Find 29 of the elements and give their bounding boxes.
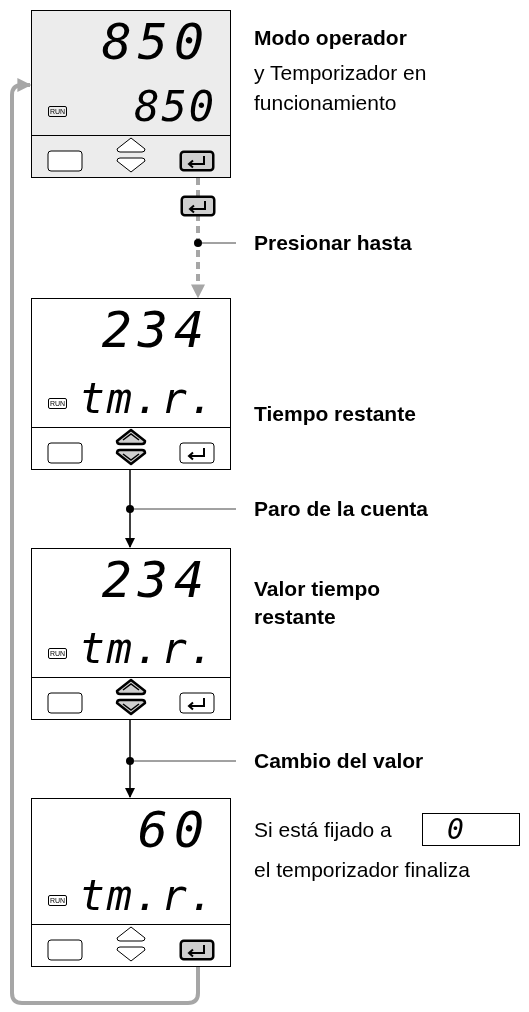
leader-line	[201, 242, 237, 244]
seven-segment-value: 234	[101, 305, 210, 355]
controller-display	[31, 548, 231, 720]
mode-title: Modo operador	[254, 25, 408, 51]
seven-segment-value: 850	[101, 17, 210, 67]
seven-segment-value: 234	[101, 555, 210, 605]
controller-display	[31, 798, 231, 967]
seven-segment-value: 850	[134, 85, 216, 129]
controller-display	[31, 298, 231, 470]
arrow	[125, 469, 135, 548]
seven-segment-value: 0	[447, 814, 464, 845]
seven-segment-value: tm.r.	[79, 377, 216, 421]
mode-title: Tiempo restante	[254, 401, 417, 427]
seven-segment-value: tm.r.	[79, 874, 216, 918]
value-display	[422, 813, 520, 846]
leader-line	[133, 508, 237, 510]
step-label: Presionar hasta	[254, 231, 412, 255]
seven-segment-value: 60	[137, 805, 210, 855]
leader-line	[133, 760, 237, 762]
step-label: Cambio del valor	[254, 749, 424, 773]
arrow	[125, 719, 135, 798]
step-label: Paro de la cuenta	[254, 497, 428, 521]
mode-title: Valor tiempo restante	[254, 576, 382, 630]
arrow	[10, 78, 200, 1005]
controller-display	[31, 10, 231, 178]
mode-description: y Temporizador en funcionamiento	[254, 60, 428, 116]
note-text: el temporizador finaliza	[254, 857, 470, 883]
note-text: Si está fijado a	[254, 817, 392, 843]
seven-segment-value: tm.r.	[79, 627, 216, 671]
